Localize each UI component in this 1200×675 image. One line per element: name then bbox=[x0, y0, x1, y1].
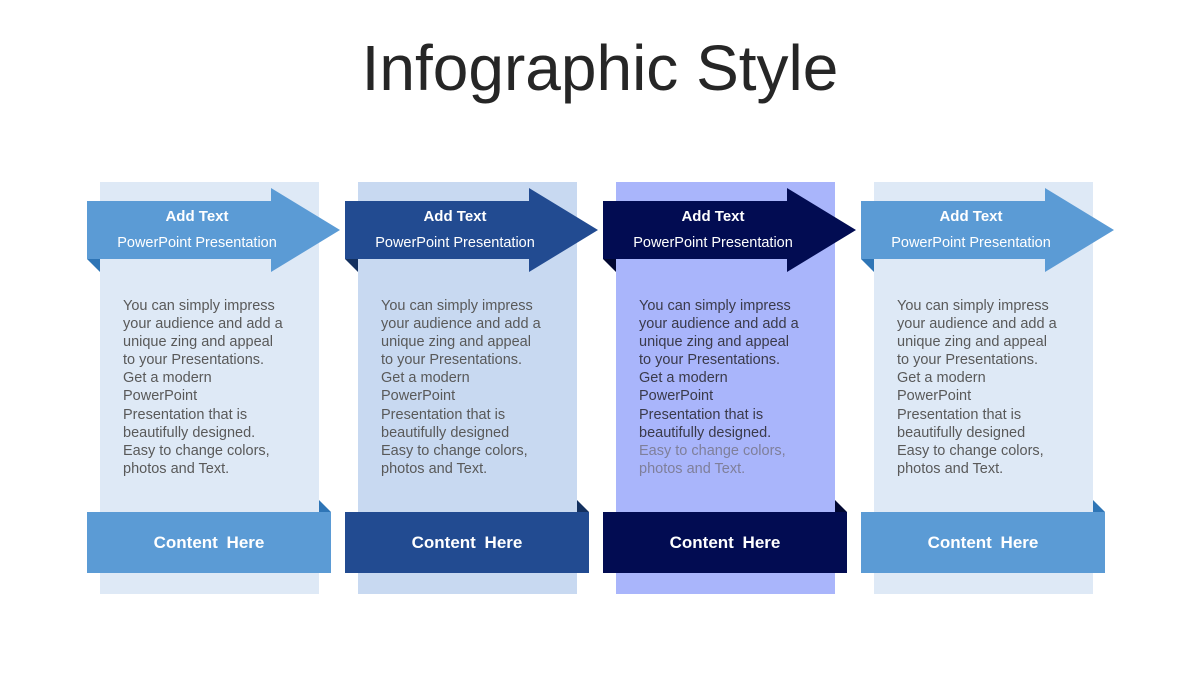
body-line: unique zing and appeal bbox=[381, 334, 531, 351]
body-line: to your Presentations. bbox=[381, 352, 523, 369]
step-column-3: Add Text PowerPoint Presentation You can… bbox=[603, 182, 861, 594]
footer-band bbox=[603, 500, 847, 573]
body-text: You can simply impress your audience and… bbox=[639, 297, 815, 478]
body-line: beautifully designed bbox=[897, 424, 1026, 441]
body-line: PowerPoint bbox=[123, 388, 198, 405]
body-line: PowerPoint bbox=[897, 388, 972, 405]
arrow-heading: Add Text bbox=[939, 208, 1003, 225]
body-line: You can simply impress bbox=[381, 298, 533, 314]
body-line: You can simply impress bbox=[123, 298, 275, 314]
header-arrow bbox=[87, 188, 340, 272]
body-text: You can simply impress your audience and… bbox=[381, 297, 557, 478]
footer-band bbox=[861, 500, 1105, 573]
body-line: Easy to change colors, bbox=[897, 442, 1044, 459]
header-arrow bbox=[861, 188, 1114, 272]
body-line: your audience and add a bbox=[639, 316, 799, 333]
body-line: to your Presentations. bbox=[897, 352, 1039, 369]
body-line: Get a modern bbox=[123, 370, 212, 387]
body-line: your audience and add a bbox=[381, 316, 541, 333]
body-line: to your Presentations. bbox=[123, 352, 265, 369]
header-arrow bbox=[345, 188, 598, 272]
body-line: beautifully designed. bbox=[123, 424, 256, 441]
body-text: You can simply impress your audience and… bbox=[897, 297, 1073, 478]
body-line: Presentation that is bbox=[897, 406, 1022, 423]
footer-label: Content Here bbox=[411, 533, 523, 552]
body-line: beautifully designed bbox=[381, 424, 510, 441]
body-line: You can simply impress bbox=[639, 298, 791, 314]
body-line: Get a modern bbox=[897, 370, 986, 387]
footer-label: Content Here bbox=[927, 533, 1039, 552]
body-line: Get a modern bbox=[381, 370, 470, 387]
body-line: to your Presentations. bbox=[639, 352, 781, 369]
footer-band bbox=[345, 500, 589, 573]
header-arrow bbox=[603, 188, 856, 272]
body-line: photos and Text. bbox=[639, 460, 746, 477]
footer-label: Content Here bbox=[669, 533, 781, 552]
arrow-heading: Add Text bbox=[165, 208, 229, 225]
slide-title: Infographic Style bbox=[361, 32, 839, 104]
body-line: Easy to change colors, bbox=[639, 442, 786, 459]
body-line: beautifully designed. bbox=[639, 424, 772, 441]
step-column-2: Add Text PowerPoint Presentation You can… bbox=[345, 182, 603, 594]
body-line: unique zing and appeal bbox=[639, 334, 789, 351]
footer-band bbox=[87, 500, 331, 573]
body-line: unique zing and appeal bbox=[897, 334, 1047, 351]
body-line: PowerPoint bbox=[639, 388, 714, 405]
body-line: unique zing and appeal bbox=[123, 334, 273, 351]
body-line: Presentation that is bbox=[639, 406, 764, 423]
arrow-subheading: PowerPoint Presentation bbox=[891, 235, 1051, 251]
body-line: photos and Text. bbox=[381, 460, 488, 477]
body-line: Get a modern bbox=[639, 370, 728, 387]
body-line: You can simply impress bbox=[897, 298, 1049, 314]
footer-label: Content Here bbox=[153, 533, 265, 552]
arrow-subheading: PowerPoint Presentation bbox=[117, 235, 277, 251]
body-line: Easy to change colors, bbox=[123, 442, 270, 459]
body-line: Easy to change colors, bbox=[381, 442, 528, 459]
arrow-heading: Add Text bbox=[423, 208, 487, 225]
body-line: photos and Text. bbox=[123, 460, 230, 477]
arrow-subheading: PowerPoint Presentation bbox=[633, 235, 793, 251]
body-line: photos and Text. bbox=[897, 460, 1004, 477]
body-line: your audience and add a bbox=[897, 316, 1057, 333]
step-column-4: Add Text PowerPoint Presentation You can… bbox=[861, 182, 1119, 594]
arrow-subheading: PowerPoint Presentation bbox=[375, 235, 535, 251]
body-line: Presentation that is bbox=[123, 406, 248, 423]
arrow-heading: Add Text bbox=[681, 208, 745, 225]
body-line: PowerPoint bbox=[381, 388, 456, 405]
body-text: You can simply impress your audience and… bbox=[123, 297, 299, 478]
body-line: Presentation that is bbox=[381, 406, 506, 423]
body-line: your audience and add a bbox=[123, 316, 283, 333]
step-column-1: Add Text PowerPoint Presentation You can… bbox=[87, 182, 345, 594]
